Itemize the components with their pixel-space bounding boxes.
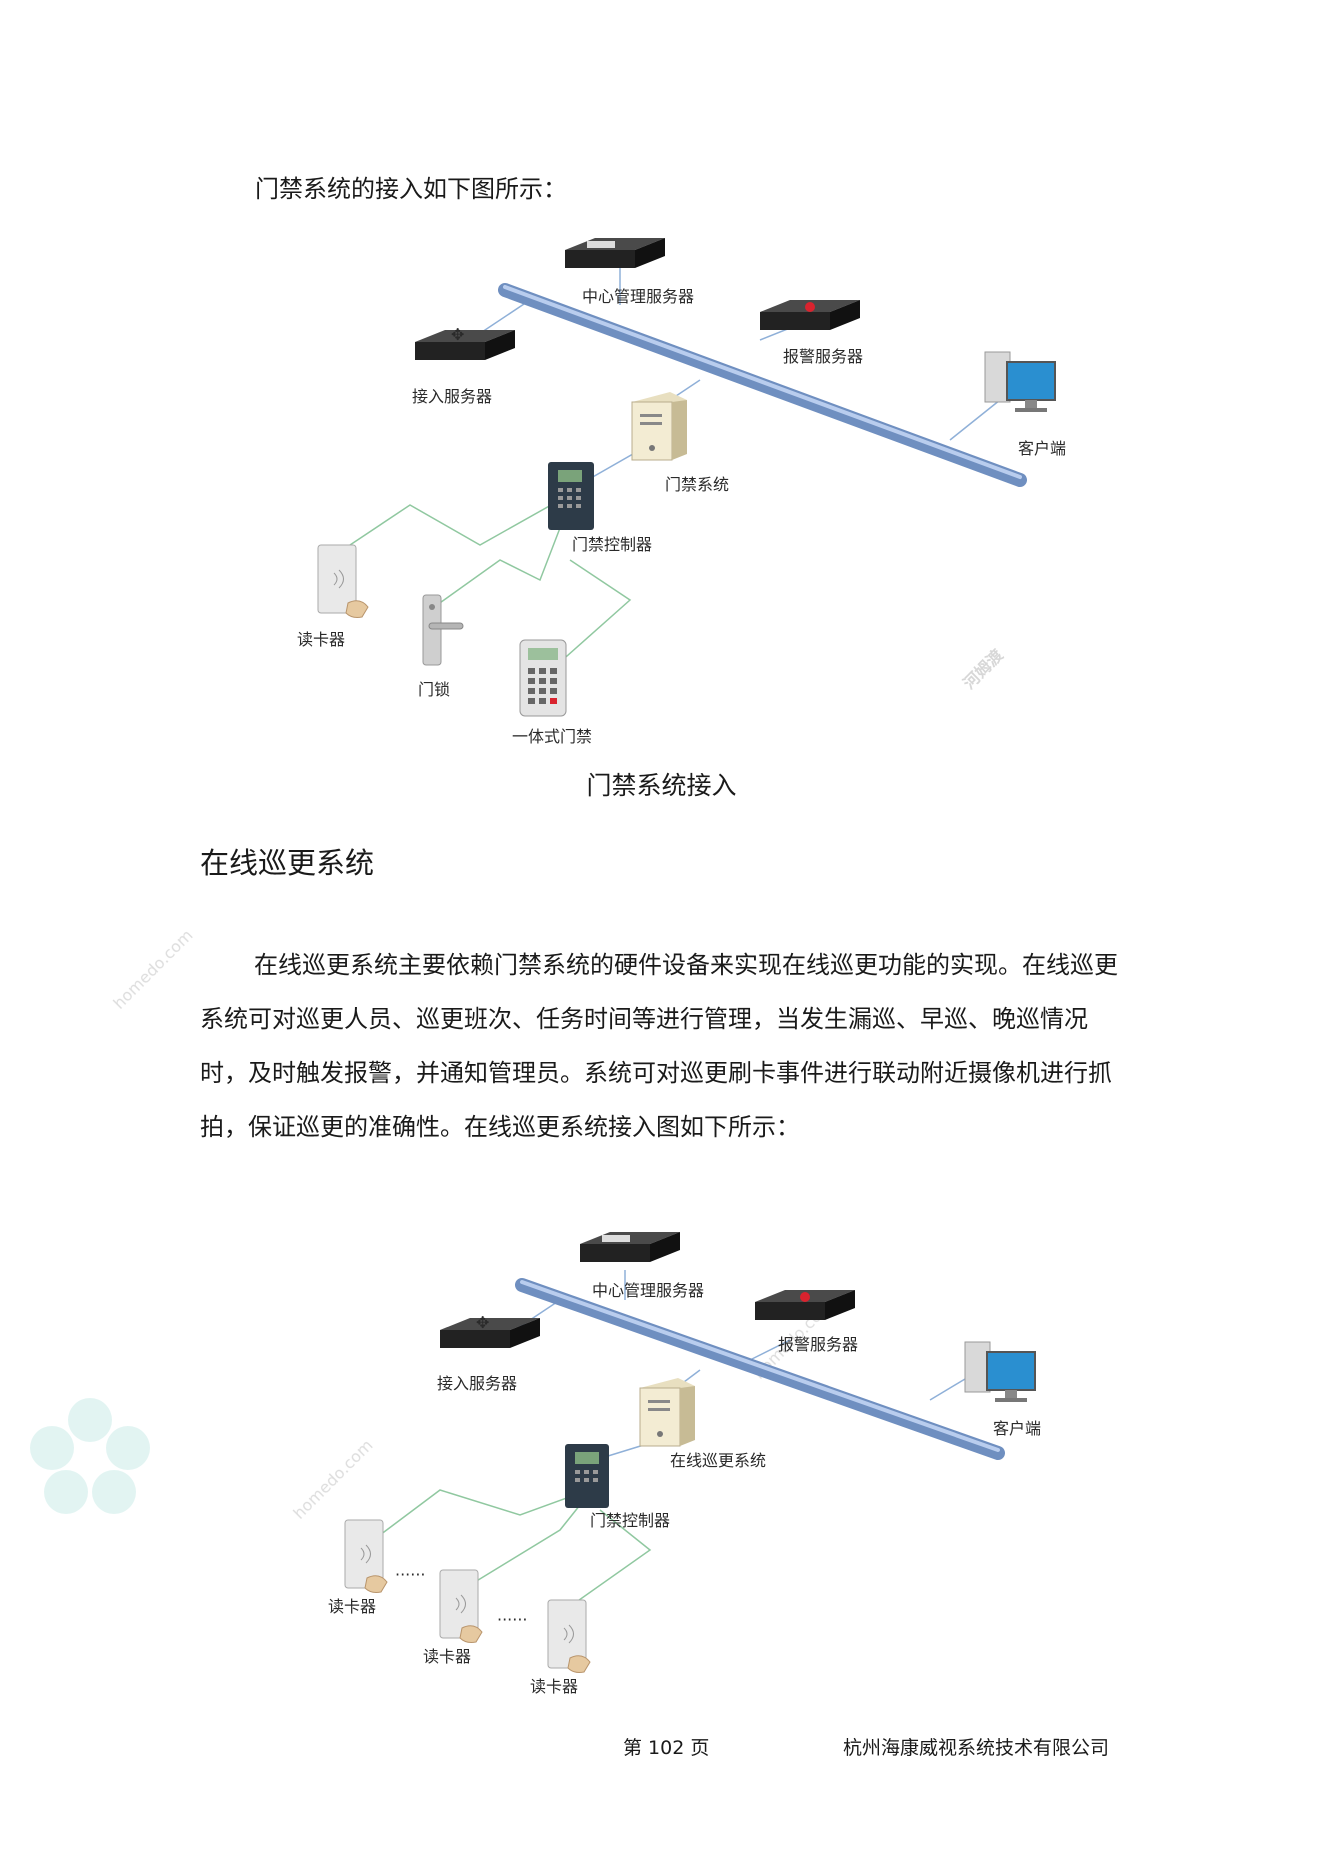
patrol-system-label: 在线巡更系统 (670, 1451, 766, 1470)
alarm-server-icon-2 (755, 1290, 855, 1320)
network-backbone (498, 283, 1027, 487)
system-label: 门禁系统 (665, 475, 729, 494)
ellipsis-2: ······ (497, 1610, 528, 1629)
intro-text: 门禁系统的接入如下图所示： (255, 175, 567, 203)
ellipsis-1: ······ (395, 1565, 426, 1584)
patrol-system-diagram: 中心管理服务器 报警服务器 ✥ 接入服务器 在线巡更系统 客户端 门禁控制器 (328, 1232, 1041, 1696)
central-server-label: 中心管理服务器 (582, 287, 694, 306)
access-server-label-2: 接入服务器 (437, 1374, 517, 1393)
client-label: 客户端 (1018, 439, 1066, 458)
page-number: 第 102 页 (623, 1737, 710, 1759)
card-reader-icon-2b (439, 1569, 483, 1643)
access-server-icon-2: ✥ (440, 1313, 540, 1348)
card-reader-icon-2c (547, 1599, 591, 1673)
access-control-diagram: 中心管理服务器 报警服务器 ✥ 接入服务器 门禁系统 客户端 (297, 238, 1066, 746)
controller-label-2: 门禁控制器 (590, 1511, 670, 1530)
svg-text:✥: ✥ (476, 1313, 489, 1332)
door-lock-label: 门锁 (418, 680, 450, 699)
client-computer-icon (984, 351, 1056, 412)
alarm-server-icon (760, 300, 860, 330)
client-label-2: 客户端 (993, 1419, 1041, 1438)
access-server-icon: ✥ (415, 325, 515, 360)
door-lock-icon (422, 594, 464, 666)
integrated-terminal-icon (519, 639, 567, 717)
alarm-server-label-2: 报警服务器 (778, 1335, 858, 1354)
watermark-text-1: homedo.com (109, 926, 196, 1013)
svg-text:✥: ✥ (451, 325, 464, 344)
client-computer-icon-2 (964, 1341, 1036, 1402)
system-tower-icon (631, 392, 687, 461)
company-name: 杭州海康威视系统技术有限公司 (843, 1737, 1110, 1759)
integrated-label: 一体式门禁 (512, 727, 592, 746)
card-reader-label: 读卡器 (297, 630, 345, 649)
card-reader-label-2b: 读卡器 (423, 1647, 471, 1666)
section-heading: 在线巡更系统 (200, 846, 375, 880)
card-reader-icon (317, 544, 369, 618)
body-paragraph: 在线巡更系统主要依赖门禁系统的硬件设备来实现在线巡更功能的实现。在线巡更系统可对… (200, 951, 1118, 1141)
controller-label: 门禁控制器 (572, 535, 652, 554)
card-reader-label-2a: 读卡器 (328, 1597, 376, 1616)
card-reader-label-2c: 读卡器 (530, 1677, 578, 1696)
central-server-label-2: 中心管理服务器 (592, 1281, 704, 1300)
controller-icon (548, 462, 594, 530)
network-backbone-2 (515, 1278, 1005, 1460)
patrol-system-tower-icon (639, 1378, 695, 1447)
card-reader-icon-2a (344, 1519, 388, 1593)
figure-caption: 门禁系统接入 (586, 771, 737, 800)
controller-icon-2 (565, 1444, 609, 1508)
central-server-icon-2 (580, 1232, 680, 1262)
alarm-server-label: 报警服务器 (783, 347, 863, 366)
access-server-label: 接入服务器 (412, 387, 492, 406)
central-server-icon (565, 238, 665, 268)
